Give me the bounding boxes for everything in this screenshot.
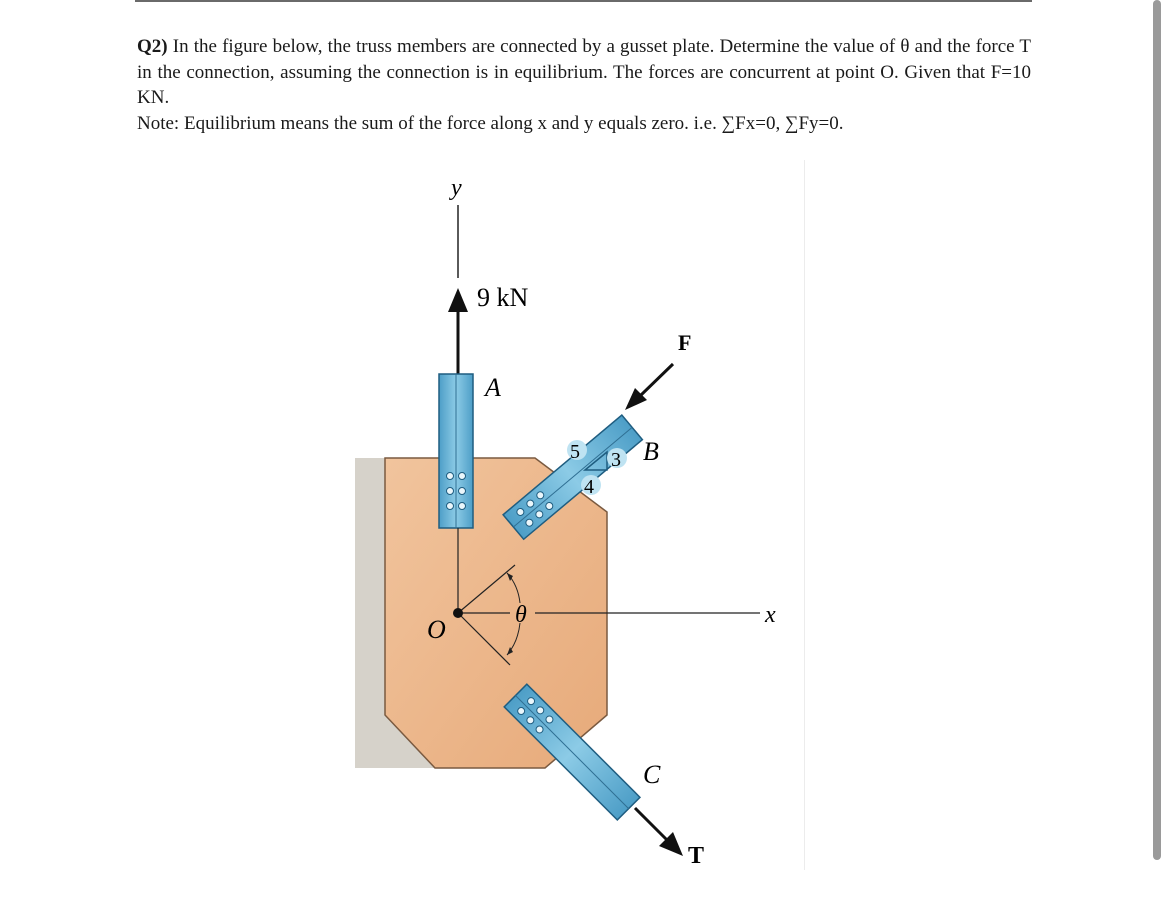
gusset-plate-figure: y 9 kN A F B 5 3 4 θ O x C T <box>355 160 810 880</box>
figure-svg: y 9 kN A F B 5 3 4 θ O x C T <box>355 175 776 869</box>
member-c <box>503 683 642 822</box>
question-label: Q2) <box>137 36 168 57</box>
question-text: Q2) In the figure below, the truss membe… <box>137 34 1031 136</box>
origin-label: O <box>427 615 446 644</box>
axis-x-label: x <box>764 602 776 628</box>
force-9kn-arrowhead <box>448 288 468 312</box>
slope-5-label: 5 <box>570 441 580 463</box>
angle-arc-lower-tip <box>507 647 513 655</box>
figure-border <box>804 160 805 870</box>
slope-circle-5 <box>567 440 587 460</box>
force-f-arrow <box>638 362 675 398</box>
force-t-arrow <box>633 806 669 842</box>
member-b-rivets <box>516 491 554 527</box>
slope-3-label: 3 <box>611 449 621 471</box>
slope-triangle <box>582 450 608 471</box>
force-f-label: F <box>678 330 691 355</box>
point-o <box>453 608 463 618</box>
slope-circle-4 <box>581 475 601 495</box>
equilibrium-note: Note: Equilibrium means the sum of the f… <box>137 112 844 134</box>
axis-y-label: y <box>449 175 462 201</box>
force-9kn-label: 9 kN <box>477 283 529 312</box>
question-body: In the figure below, the truss members a… <box>137 36 1031 108</box>
plate-shadow <box>355 458 435 768</box>
scrollbar[interactable] <box>1153 0 1161 860</box>
angle-theta-label: θ <box>515 602 527 628</box>
slope-circle-3 <box>607 448 627 468</box>
member-a-rivets <box>446 472 466 510</box>
force-t-label: T <box>688 843 704 869</box>
member-c-rivets <box>517 697 554 734</box>
line-ob <box>457 564 516 614</box>
line-oc <box>457 612 511 666</box>
force-f-arrowhead <box>625 388 647 410</box>
point-b-label: B <box>643 437 659 466</box>
point-c-label: C <box>643 760 661 789</box>
angle-arc-upper-tip <box>507 573 513 581</box>
slope-4-label: 4 <box>584 476 594 498</box>
force-t-arrowhead <box>659 832 683 856</box>
point-a-label: A <box>483 373 501 402</box>
top-rule <box>135 0 1032 2</box>
